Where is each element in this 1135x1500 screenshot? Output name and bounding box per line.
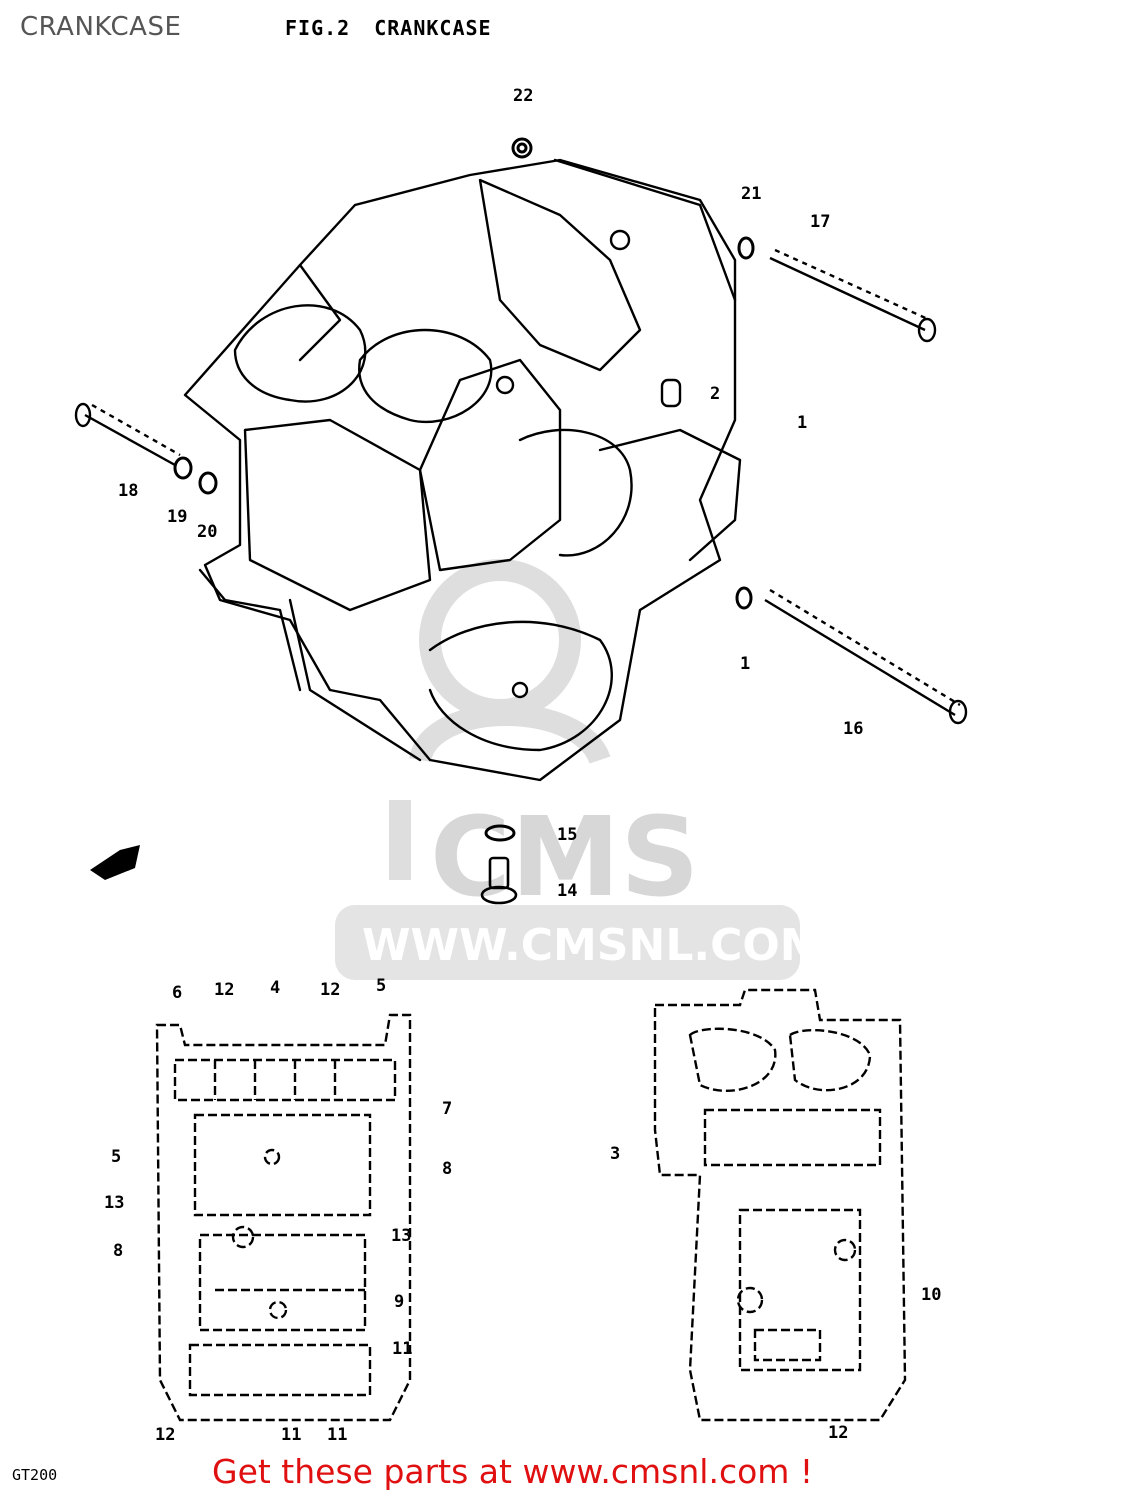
watermark-logo-icon bbox=[389, 559, 611, 880]
callout-label: 15 bbox=[557, 825, 577, 845]
callout-label: 7 bbox=[442, 1099, 452, 1119]
callout-label: 10 bbox=[921, 1285, 941, 1305]
callout-label: 11 bbox=[327, 1425, 347, 1445]
callout-label: 8 bbox=[113, 1241, 123, 1261]
callout-label: 18 bbox=[118, 481, 138, 501]
callout-label: 8 bbox=[442, 1159, 452, 1179]
callout-label: 12 bbox=[320, 980, 340, 1000]
callout-label: 17 bbox=[810, 212, 830, 232]
figure-label: FIG.2 bbox=[285, 16, 351, 40]
callout-label: 14 bbox=[557, 881, 577, 901]
callout-label: 5 bbox=[111, 1147, 121, 1167]
callout-label: 9 bbox=[394, 1292, 404, 1312]
page-title: CRANKCASE bbox=[20, 12, 182, 42]
callout-label: 22 bbox=[513, 86, 533, 106]
callout-label: 16 bbox=[843, 719, 863, 739]
washer-19-icon bbox=[173, 456, 193, 480]
model-code: GT200 bbox=[12, 1466, 58, 1484]
watermark: CMS WWW.CMSNL.COM bbox=[335, 559, 824, 980]
callout-label: 12 bbox=[214, 980, 234, 1000]
callout-label: 19 bbox=[167, 507, 187, 527]
washer-20-icon bbox=[198, 471, 218, 495]
callouts-bottom-right: 3 10 12 bbox=[610, 1144, 941, 1443]
figure-name: CRANKCASE bbox=[374, 16, 492, 40]
callout-label: 6 bbox=[172, 983, 182, 1003]
lower-crankcase-left-view bbox=[155, 1013, 412, 1422]
front-arrow-icon bbox=[90, 845, 140, 880]
callout-label: 12 bbox=[155, 1425, 175, 1445]
bolt-17-icon bbox=[769, 248, 937, 343]
callout-label: 1 bbox=[740, 654, 750, 674]
buy-parts-link[interactable]: Get these parts at www.cmsnl.com ! bbox=[212, 1452, 814, 1491]
callout-label: 13 bbox=[391, 1226, 411, 1246]
callout-label: 12 bbox=[828, 1423, 848, 1443]
callout-label: 20 bbox=[197, 522, 217, 542]
callout-label: 3 bbox=[610, 1144, 620, 1164]
watermark-url-text: WWW.CMSNL.COM bbox=[362, 920, 824, 971]
callout-label: 11 bbox=[392, 1339, 412, 1359]
callout-label: 5 bbox=[376, 976, 386, 996]
callouts-top: 22 21 17 2 1 18 19 20 1 16 15 14 bbox=[118, 86, 863, 901]
ring-22-icon bbox=[511, 137, 533, 159]
dowel-2-icon bbox=[660, 378, 682, 408]
callout-label: 11 bbox=[281, 1425, 301, 1445]
callout-label: 21 bbox=[741, 184, 761, 204]
watermark-logo-text: CMS bbox=[430, 793, 699, 921]
upper-crankcase-right-view bbox=[653, 988, 907, 1422]
callout-label: 1 bbox=[797, 413, 807, 433]
watermark-url-plate bbox=[335, 905, 800, 980]
callout-label: 4 bbox=[270, 978, 280, 998]
figure-title: FIG.2 CRANKCASE bbox=[285, 16, 492, 40]
gasket-15-icon bbox=[484, 824, 516, 842]
callout-label: 2 bbox=[710, 384, 720, 404]
bolt-16-icon bbox=[764, 588, 968, 725]
bolt-18-icon bbox=[74, 402, 181, 467]
callout-label: 13 bbox=[104, 1193, 124, 1213]
washer-1-icon bbox=[735, 586, 753, 610]
callouts-bottom-left: 6 12 4 12 5 7 8 5 13 8 13 9 11 12 11 11 bbox=[104, 976, 452, 1445]
washer-21-icon bbox=[737, 236, 755, 260]
drain-plug-14-icon bbox=[480, 856, 518, 905]
crankcase-assembly bbox=[183, 158, 742, 782]
